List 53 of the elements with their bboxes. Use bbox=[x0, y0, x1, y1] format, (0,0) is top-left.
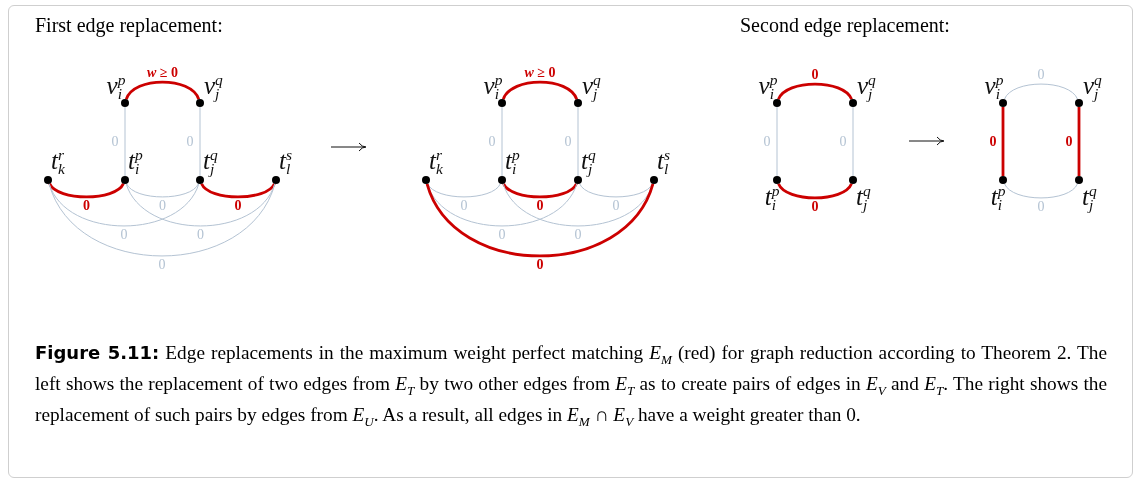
edge-weight-label: 0 bbox=[459, 199, 469, 213]
edge-weight-label: 0 bbox=[233, 199, 243, 213]
edge-weight-label: 0 bbox=[1064, 134, 1074, 149]
graph-edge bbox=[852, 106, 854, 177]
edge-weight-label: 0 bbox=[573, 228, 583, 242]
panel-heading: Second edge replacement: bbox=[740, 14, 950, 37]
graph-edge bbox=[200, 182, 276, 199]
edge-weight-label: 0 bbox=[1036, 68, 1046, 82]
edge-weight-label: 0 bbox=[158, 199, 167, 213]
edge-weight-label: 0 bbox=[810, 68, 820, 82]
edge-weight-label: 0 bbox=[185, 134, 195, 149]
panel-heading: First edge replacement: bbox=[35, 14, 223, 37]
graph-edge bbox=[501, 106, 503, 177]
graph-edge bbox=[502, 182, 578, 199]
figure-caption: Figure 5.11: Edge replacements in the maximum weight perfect matching E$_{M}$ (red) for graph reduction according to Theorem 2. The left shows the replacement of two edges from E$_{T}$ by two other edges from E$_{T}$ as to create pairs of edges in E$_{V}$ and E$_{T}$. The right shows the replacement of such pairs by edges from E$_{U}$. As a result, all edges in E$_{M}$ ∩ E$_{V}$ have a weight greater than 0. bbox=[35, 341, 1107, 430]
graph-edge bbox=[126, 183, 199, 198]
edge-weight-label: w ≥ 0 bbox=[146, 66, 179, 80]
edge-weight-label: 0 bbox=[563, 134, 573, 149]
graph-edge bbox=[48, 183, 200, 227]
edge-weight-label: 0 bbox=[196, 228, 205, 242]
edge-weight-label: 0 bbox=[611, 199, 621, 213]
graph-edge bbox=[427, 183, 501, 198]
graph-edge bbox=[502, 80, 578, 100]
edge-weight-label: 0 bbox=[810, 200, 820, 214]
graph-edge bbox=[124, 106, 126, 177]
edge-weight-label: 0 bbox=[110, 134, 120, 149]
graph-edge bbox=[776, 106, 778, 177]
graph-edge bbox=[425, 183, 655, 258]
edge-weight-label: 0 bbox=[535, 258, 545, 272]
graph-edge bbox=[777, 82, 853, 100]
edge-weight-label: 0 bbox=[157, 258, 167, 272]
edge-weight-label: 0 bbox=[838, 134, 848, 149]
edge-weight-label: 0 bbox=[762, 134, 772, 149]
graph-edge bbox=[777, 182, 853, 200]
graph-edge bbox=[48, 182, 125, 199]
edge-weight-label: w ≥ 0 bbox=[523, 66, 557, 80]
edge-weight-label: 0 bbox=[487, 134, 497, 149]
graph-edge bbox=[1001, 107, 1005, 176]
edge-weight-label: 0 bbox=[535, 199, 545, 213]
edge-weight-label: 0 bbox=[82, 199, 91, 213]
graph-edge bbox=[125, 183, 276, 227]
edge-weight-label: 0 bbox=[119, 228, 129, 242]
graph-edge bbox=[1077, 107, 1081, 176]
graph-edge bbox=[125, 80, 200, 100]
graph-edge bbox=[199, 106, 201, 177]
graph-edge bbox=[1004, 183, 1078, 199]
edge-weight-label: 0 bbox=[988, 134, 998, 149]
graph-edge bbox=[48, 183, 276, 257]
edge-weight-label: 0 bbox=[1036, 200, 1046, 214]
graph-edge bbox=[579, 183, 653, 198]
graph-edge bbox=[1003, 83, 1079, 100]
edge-weight-label: 0 bbox=[497, 228, 507, 242]
graph-edge bbox=[577, 106, 579, 177]
